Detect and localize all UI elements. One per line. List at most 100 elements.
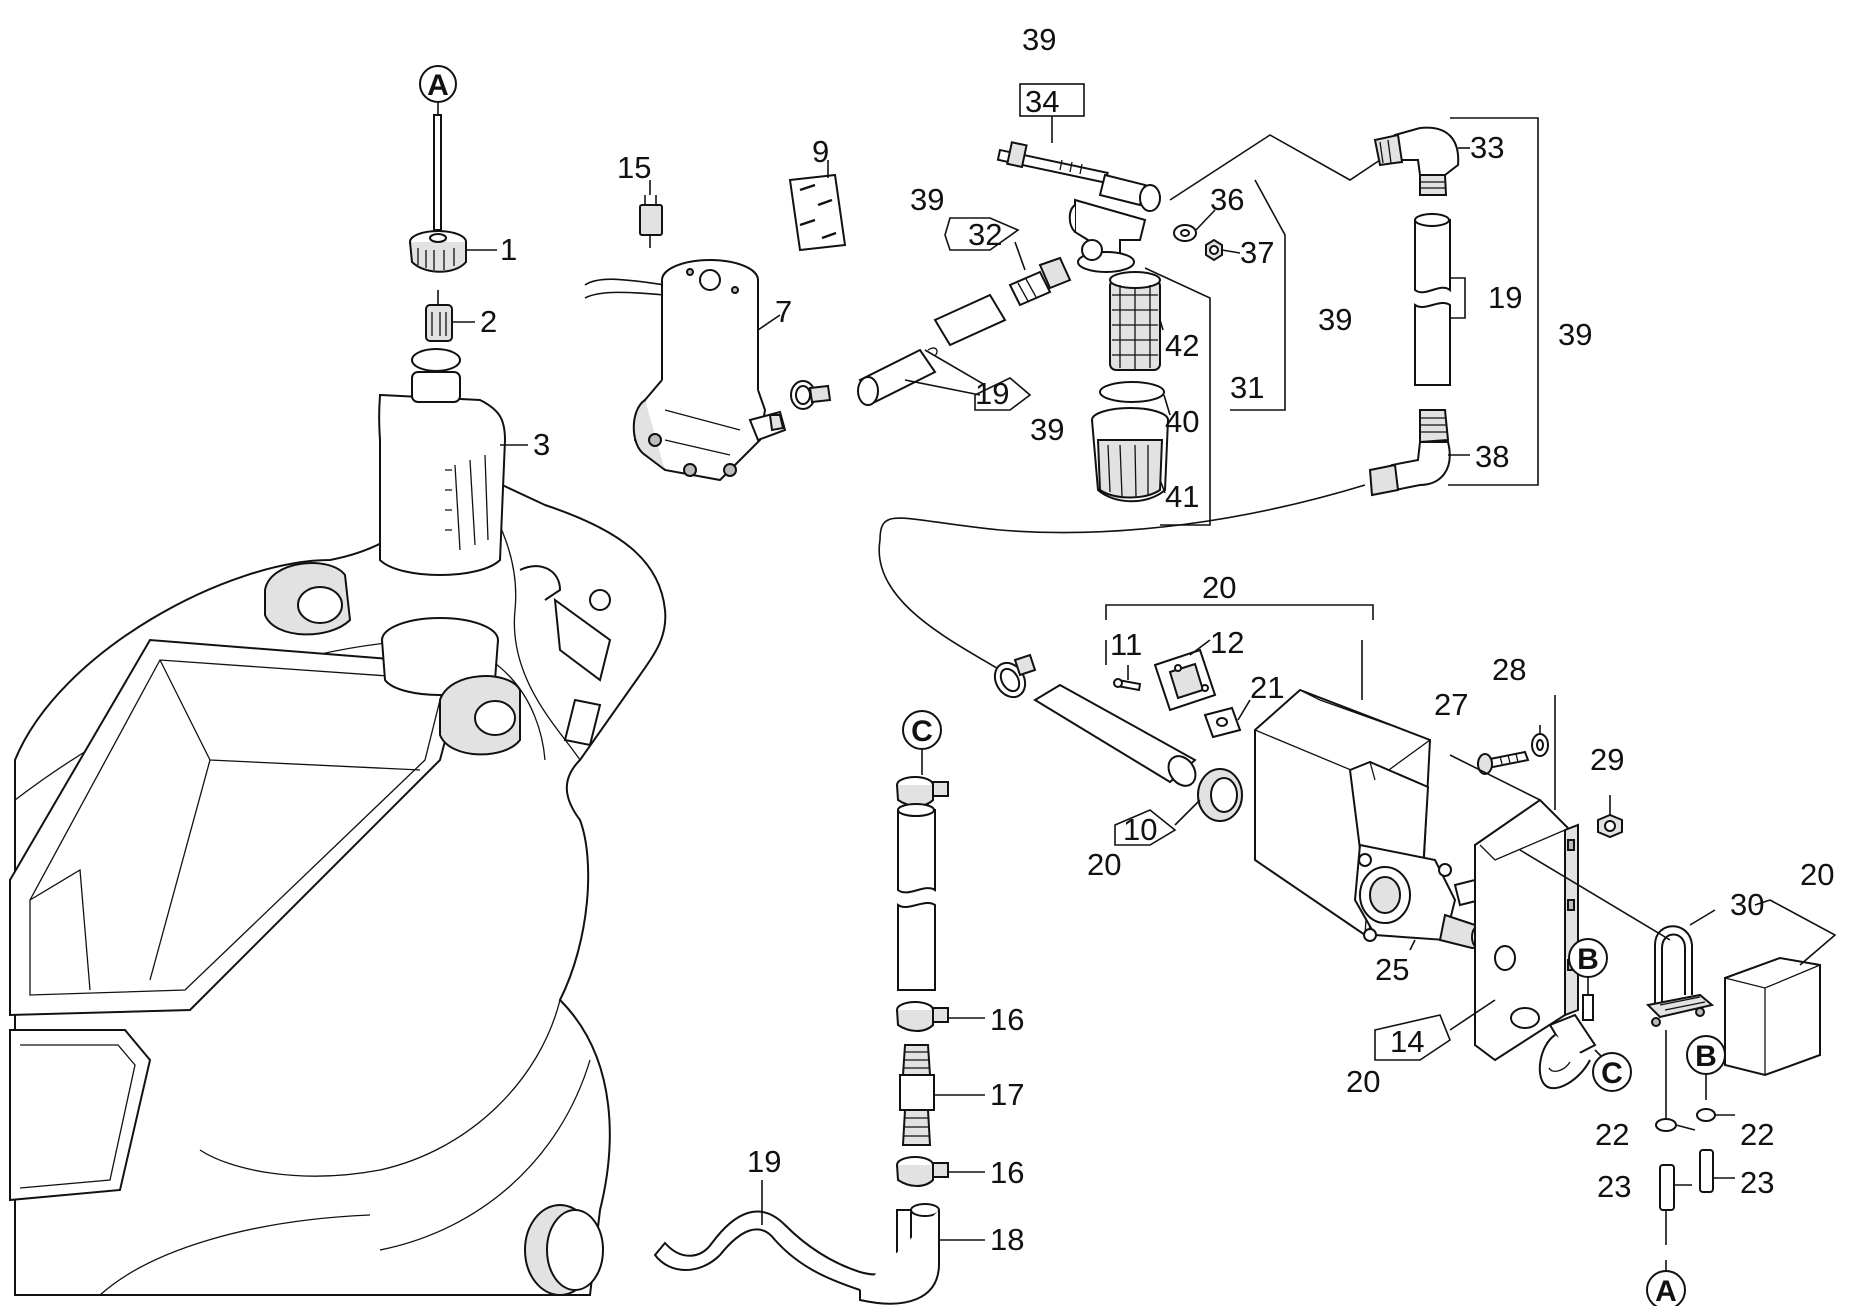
callout-34: 34 [1025, 84, 1059, 119]
callout-19-a: 19 [975, 376, 1009, 411]
callout-17: 17 [990, 1077, 1024, 1112]
part-33-elbow [1373, 126, 1460, 196]
callout-29: 29 [1590, 742, 1624, 777]
callout-39-d: 39 [1318, 302, 1352, 337]
callout-32: 32 [968, 217, 1002, 252]
callout-30: 30 [1730, 887, 1764, 922]
part-29-nut [1597, 813, 1623, 839]
callout-2: 2 [480, 304, 497, 339]
part-17-connector [899, 1044, 935, 1146]
callout-33: 33 [1470, 130, 1504, 165]
callout-19-b: 19 [1488, 280, 1522, 315]
callout-20-b: 20 [1087, 847, 1121, 882]
callout-37: 37 [1240, 235, 1274, 270]
ref-b-right: B [1686, 1035, 1726, 1075]
svg-text:C: C [911, 715, 933, 748]
ref-a-bottom: A [1646, 1270, 1686, 1306]
machine-housing [9, 468, 667, 1296]
callout-15: 15 [617, 150, 651, 185]
part-32-nipple [1008, 256, 1072, 307]
part-38-elbow [1368, 409, 1451, 497]
svg-text:C: C [1601, 1057, 1623, 1090]
part-15-connector [639, 195, 663, 248]
part-9-mounting-plate [788, 173, 847, 252]
part-1-bottle-cap [409, 230, 467, 273]
part-30-u-bolt [1645, 925, 1715, 1027]
callout-38: 38 [1475, 439, 1509, 474]
ref-c-valve: C [1592, 1052, 1632, 1092]
part-27-screw [1477, 750, 1530, 775]
callout-20-d: 20 [1800, 857, 1834, 892]
callout-20-a: 20 [1202, 570, 1236, 605]
callout-42: 42 [1165, 328, 1199, 363]
hose-clamp-upper [790, 380, 832, 410]
callout-14: 14 [1390, 1024, 1424, 1059]
part-18-hose-bent [653, 1203, 941, 1305]
callout-36: 36 [1210, 182, 1244, 217]
callout-31: 31 [1230, 370, 1264, 405]
callout-19-c: 19 [747, 1144, 781, 1179]
part-40-o-ring [1099, 381, 1165, 403]
callout-labels: 1 2 3 7 9 15 39 34 39 32 19 39 36 37 42 … [480, 22, 1834, 1257]
part-2-filter-insert [425, 290, 453, 342]
part-3-detergent-bottle [378, 348, 507, 576]
part-10-grommet [1197, 768, 1243, 822]
callout-22-a: 22 [1595, 1117, 1629, 1152]
part-19-hose-middle [897, 803, 936, 991]
leader-lines [437, 83, 1837, 1272]
hose-clamp-lower [993, 653, 1037, 699]
callout-28: 28 [1492, 652, 1526, 687]
callout-21: 21 [1250, 670, 1284, 705]
part-11-screw [1113, 678, 1142, 692]
ref-b-plate: B [1568, 938, 1608, 978]
callout-25: 25 [1375, 952, 1409, 987]
callout-23-b: 23 [1740, 1165, 1774, 1200]
svg-text:A: A [427, 69, 449, 102]
leader-lines-upper [878, 134, 1381, 671]
part-7-pump [584, 259, 787, 482]
part-16-clamp-upper [896, 776, 949, 807]
callout-16-b: 16 [990, 1155, 1024, 1190]
callout-9: 9 [812, 134, 829, 169]
callout-1: 1 [500, 232, 517, 267]
callout-39-a: 39 [1022, 22, 1056, 57]
callout-23-a: 23 [1597, 1169, 1631, 1204]
part-42-filter-element [1109, 271, 1161, 371]
svg-text:A: A [1655, 1275, 1677, 1306]
part-41-filter-bowl [1091, 407, 1169, 503]
callout-7: 7 [775, 294, 792, 329]
callout-11: 11 [1110, 627, 1142, 662]
svg-text:B: B [1695, 1040, 1717, 1073]
callout-39-b: 39 [910, 182, 944, 217]
part-16-clamp-lower [896, 1156, 949, 1187]
callout-40: 40 [1165, 404, 1199, 439]
callout-27: 27 [1434, 687, 1468, 722]
part-19-hose-lower [1033, 683, 1197, 787]
suction-rod [433, 114, 442, 231]
callout-22-b: 22 [1740, 1117, 1774, 1152]
callout-10: 10 [1123, 812, 1157, 847]
part-25-valve [1353, 843, 1489, 950]
part-28-washer [1531, 733, 1549, 757]
part-37-nut [1205, 238, 1223, 262]
part-12-switch-plate [1153, 648, 1217, 712]
callout-39-c: 39 [1030, 412, 1064, 447]
valve-c-assembly [1510, 994, 1597, 1090]
callout-16-a: 16 [990, 1002, 1024, 1037]
part-20-cover [1724, 956, 1821, 1077]
callout-41: 41 [1165, 479, 1199, 514]
part-19-hose-upper [857, 293, 1007, 406]
part-21-clip [1203, 706, 1242, 739]
callout-18: 18 [990, 1222, 1024, 1257]
part-16-clamp-middle [896, 1001, 949, 1032]
part-36-washer [1173, 224, 1197, 242]
part-34-bolt [996, 141, 1109, 184]
callout-3: 3 [533, 427, 550, 462]
ref-a-top: A [419, 65, 457, 103]
part-31-filter-housing [1068, 173, 1161, 273]
callout-12: 12 [1210, 625, 1244, 660]
svg-text:B: B [1577, 943, 1599, 976]
ref-c-top: C [902, 710, 942, 750]
callout-39-e: 39 [1558, 317, 1592, 352]
